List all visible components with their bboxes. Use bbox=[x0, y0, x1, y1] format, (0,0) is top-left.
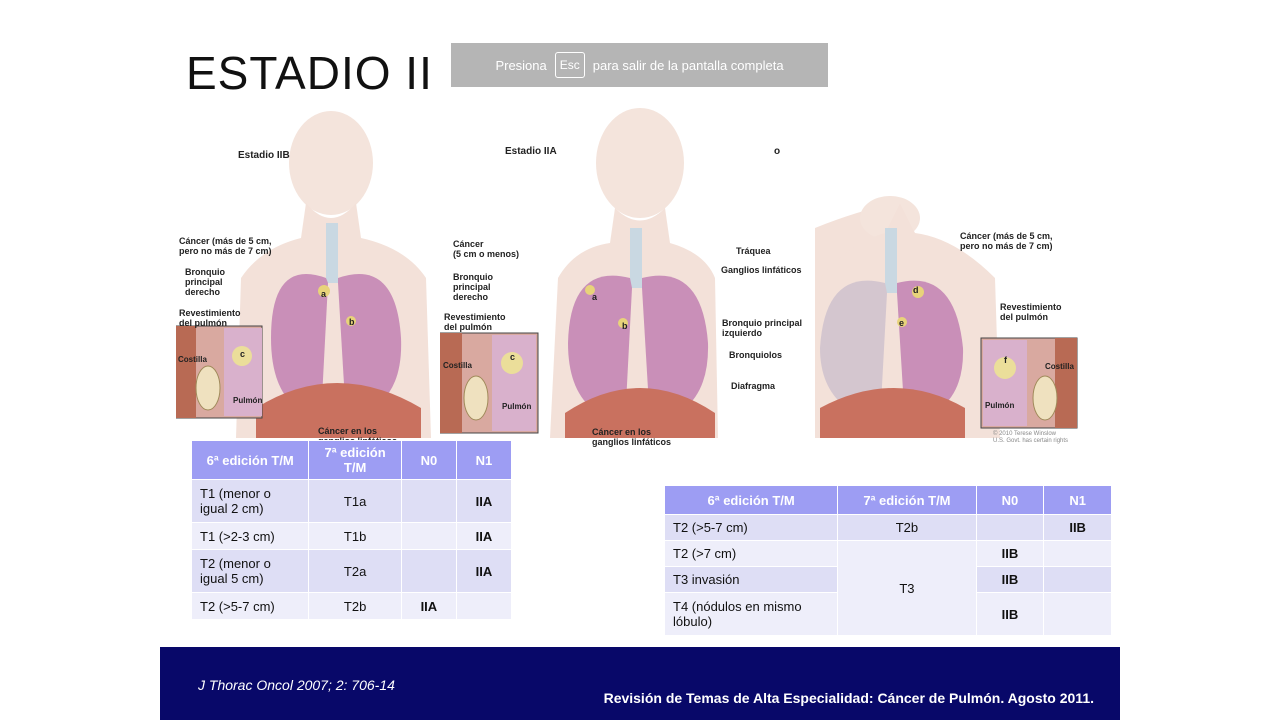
banner-suffix: para salir de la pantalla completa bbox=[592, 57, 784, 73]
lungs-illustration-right bbox=[815, 196, 1078, 438]
marker-c-mid: c bbox=[510, 352, 516, 362]
col-header: 6ª edición T/M bbox=[663, 485, 839, 515]
table-cell: T4 (nódulos en mismo lóbulo) bbox=[663, 592, 839, 636]
table-cell bbox=[1043, 592, 1112, 636]
label-pulmon-mid: Pulmón bbox=[502, 402, 532, 411]
marker-a-mid: a bbox=[592, 292, 598, 302]
or-marker: o bbox=[774, 146, 781, 157]
table-row: T4 (nódulos en mismo lóbulo) IIB bbox=[663, 592, 1112, 636]
table-cell: T3 bbox=[837, 540, 977, 636]
table-header-row: 6ª edición T/M 7ª edición T/M N0 N1 bbox=[190, 440, 513, 480]
slide-title: ESTADIO II bbox=[186, 47, 433, 99]
footer-bar: J Thorac Oncol 2007; 2: 706-14 Revisión … bbox=[160, 647, 1120, 720]
table-cell: IIB bbox=[975, 566, 1045, 593]
table-row: T1 (menor o igual 2 cm) T1a IIA bbox=[190, 479, 513, 523]
marker-b-left: b bbox=[349, 317, 355, 327]
label-costilla-right: Costilla bbox=[1045, 362, 1074, 371]
staging-table-left: 6ª edición T/M 7ª edición T/M N0 N1 T1 (… bbox=[190, 440, 513, 620]
col-header: N0 bbox=[400, 440, 457, 480]
label-costilla-mid: Costilla bbox=[443, 361, 472, 370]
label-traquea: Tráquea bbox=[736, 246, 771, 256]
marker-c-left: c bbox=[240, 349, 246, 359]
table-cell bbox=[975, 514, 1045, 541]
table-row: T1 (>2-3 cm) T1b IIA bbox=[190, 522, 513, 550]
table-cell bbox=[400, 479, 457, 523]
table-row: T3 invasión IIB bbox=[663, 566, 1112, 593]
label-bronquio-izquierdo: Bronquio principal izquierdo bbox=[722, 318, 802, 338]
label-pulmon-right: Pulmón bbox=[985, 401, 1015, 410]
table-cell: T2b bbox=[837, 514, 977, 541]
table-cell: T1b bbox=[308, 522, 402, 550]
col-header: N1 bbox=[1043, 485, 1112, 515]
esc-key[interactable]: Esc bbox=[554, 52, 585, 78]
col-header: 6ª edición T/M bbox=[190, 440, 310, 480]
table-header-row: 6ª edición T/M 7ª edición T/M N0 N1 bbox=[663, 485, 1112, 515]
table-cell: IIB bbox=[975, 592, 1045, 636]
table-cell: IIA bbox=[400, 592, 457, 620]
table-cell: T2a bbox=[308, 549, 402, 593]
table-cell: IIA bbox=[455, 479, 513, 523]
table-cell: T1 (menor o igual 2 cm) bbox=[190, 479, 310, 523]
table-cell bbox=[1043, 566, 1112, 593]
marker-b-mid: b bbox=[622, 321, 628, 331]
table-cell: IIA bbox=[455, 522, 513, 550]
table-cell: T3 invasión bbox=[663, 566, 839, 593]
label-bronquiolos: Bronquiolos bbox=[729, 350, 782, 360]
table-row: T2 (menor o igual 5 cm) T2a IIA bbox=[190, 549, 513, 593]
citation: J Thorac Oncol 2007; 2: 706-14 bbox=[198, 677, 395, 693]
label-costilla-left: Costilla bbox=[178, 355, 207, 364]
table-cell: IIB bbox=[1043, 514, 1112, 541]
label-diafragma: Diafragma bbox=[731, 381, 776, 391]
label-pulmon-left: Pulmón bbox=[233, 396, 263, 405]
col-header: N1 bbox=[455, 440, 513, 480]
marker-a-left: a bbox=[321, 289, 327, 299]
table-cell: IIB bbox=[975, 540, 1045, 567]
marker-e-right: e bbox=[899, 318, 905, 328]
label-revestimiento-mid: Revestimiento del pulmón bbox=[444, 312, 506, 332]
table-cell bbox=[1043, 540, 1112, 567]
fullscreen-exit-banner: Presiona Esc para salir de la pantalla c… bbox=[451, 43, 828, 87]
banner-prefix: Presiona bbox=[495, 57, 547, 73]
col-header: 7ª edición T/M bbox=[308, 440, 402, 480]
table-row: T2 (>7 cm) T3 IIB bbox=[663, 540, 1112, 636]
footer-title: Revisión de Temas de Alta Especialidad: … bbox=[603, 690, 1094, 706]
table-cell: IIA bbox=[455, 549, 513, 593]
table-cell: T2 (>5-7 cm) bbox=[190, 592, 310, 620]
table-cell: T2 (>7 cm) bbox=[663, 540, 839, 567]
illustration-middle bbox=[440, 108, 720, 464]
col-header: 7ª edición T/M bbox=[837, 485, 977, 515]
illustration-left bbox=[176, 108, 438, 464]
stage-label-iib: Estadio IIB bbox=[238, 150, 290, 161]
col-header: N0 bbox=[975, 485, 1045, 515]
illustration-copyright: © 2010 Terese Winslow U.S. Govt. has cer… bbox=[993, 431, 1069, 444]
table-cell bbox=[400, 522, 457, 550]
illustration-right bbox=[805, 108, 1090, 464]
label-revestimiento-left: Revestimiento del pulmón bbox=[179, 308, 241, 328]
table-cell: T1 (>2-3 cm) bbox=[190, 522, 310, 550]
table-cell: T2 (menor o igual 5 cm) bbox=[190, 549, 310, 593]
label-revestimiento-right: Revestimiento del pulmón bbox=[1000, 302, 1062, 322]
lungs-illustration-middle bbox=[440, 108, 718, 438]
marker-d-right: d bbox=[913, 285, 919, 295]
label-cancer-5-7-left: Cáncer (más de 5 cm, pero no más de 7 cm… bbox=[179, 236, 272, 256]
staging-table-right: 6ª edición T/M 7ª edición T/M N0 N1 T2 (… bbox=[663, 485, 1112, 636]
table-row: T2 (>5-7 cm) T2b IIA bbox=[190, 592, 513, 620]
label-bronquio-derecho-left: Bronquio principal derecho bbox=[185, 267, 225, 297]
table-cell bbox=[455, 592, 513, 620]
label-ganglios-mid: Cáncer en los ganglios linfáticos bbox=[592, 427, 672, 447]
marker-f-right: f bbox=[1004, 355, 1007, 365]
label-cancer-5-menos: Cáncer (5 cm o menos) bbox=[453, 239, 520, 259]
table-cell bbox=[400, 549, 457, 593]
table-cell: T1a bbox=[308, 479, 402, 523]
label-cancer-5-7-right: Cáncer (más de 5 cm, pero no más de 7 cm… bbox=[960, 231, 1053, 251]
label-ganglios-linfaticos: Ganglios linfáticos bbox=[721, 265, 802, 275]
label-bronquio-derecho-mid: Bronquio principal derecho bbox=[453, 272, 493, 302]
table-cell: T2 (>5-7 cm) bbox=[663, 514, 839, 541]
lungs-illustration-left bbox=[176, 111, 431, 438]
stage-label-iia: Estadio IIA bbox=[505, 146, 557, 157]
table-cell: T2b bbox=[308, 592, 402, 620]
table-row: T2 (>5-7 cm) T2b IIB bbox=[663, 514, 1112, 541]
